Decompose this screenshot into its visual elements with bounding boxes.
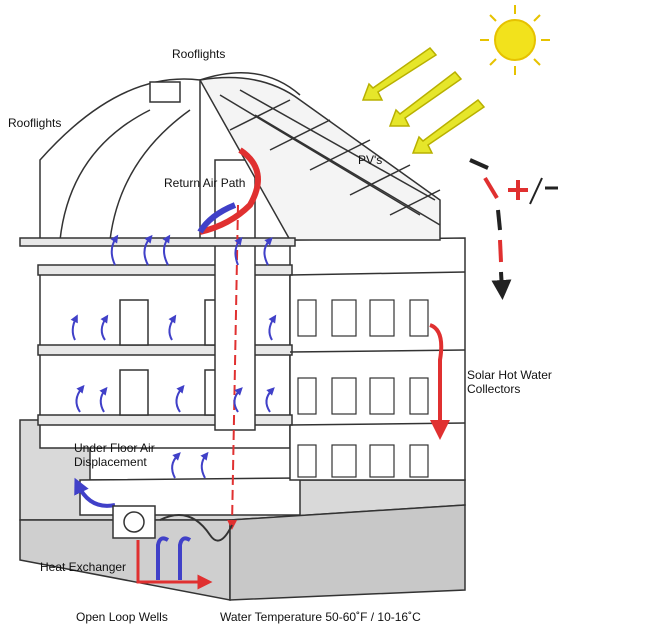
label-open-loop-wells: Open Loop Wells	[76, 610, 168, 624]
well-pipes	[136, 536, 213, 590]
heat-exchanger-unit	[112, 505, 156, 539]
label-water-temperature: Water Temperature 50-60˚F / 10-16˚C	[220, 610, 421, 624]
vaulted-roof	[19, 71, 441, 247]
label-heat-exchanger: Heat Exchanger	[40, 560, 127, 574]
sun-icon	[480, 5, 550, 75]
plus-minus-icon	[469, 158, 558, 300]
label-rooflights-top: Rooflights	[172, 47, 226, 61]
return-air-path	[197, 147, 261, 530]
label-rooflights-left: Rooflights	[8, 116, 62, 130]
solar-hot-water-arrow	[429, 323, 450, 440]
label-under-floor: Under Floor Air Displacement	[74, 441, 155, 469]
rising-air-arrows	[70, 234, 277, 479]
label-solar-hot-water: Solar Hot Water Collectors	[467, 368, 552, 396]
solar-ray-arrow-icon	[361, 46, 486, 154]
label-return-air-path: Return Air Path	[164, 176, 246, 190]
side-windows	[297, 299, 429, 478]
ground-block	[19, 419, 466, 601]
label-pvs: PV's	[358, 153, 383, 167]
under-floor-duct	[74, 477, 233, 542]
